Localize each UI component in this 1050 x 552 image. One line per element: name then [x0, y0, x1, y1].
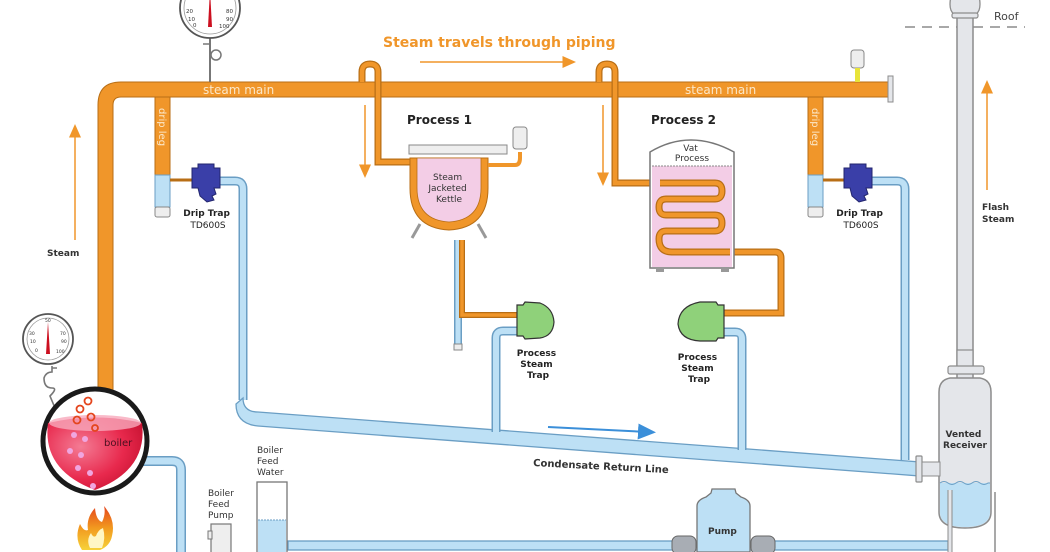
process-steam-trap-right-label: Process Steam Trap [678, 353, 721, 385]
boiler-label: boiler [104, 438, 133, 449]
boiler-feed-water-label: Boiler Feed Water [257, 446, 286, 478]
vented-receiver [915, 349, 996, 552]
condensate-pipe-process1 [491, 326, 517, 432]
svg-text:30 10 0 50: 30 10 0 50 70 90 100 [29, 318, 68, 355]
pump-suction-pipe [287, 540, 949, 551]
drip-trap-right-label: Drip Trap TD600S [836, 209, 886, 231]
pressure-gauge-top: 20 10 0 80 90 100 [179, 0, 241, 82]
drip-leg-right: drip leg [807, 96, 824, 218]
vat-label: Vat Process [675, 144, 709, 164]
steam-label: Steam [47, 249, 79, 259]
process-steam-trap-left[interactable] [516, 301, 555, 340]
pressure-gauge-boiler: 30 10 0 50 70 90 100 [22, 313, 74, 409]
process2-title: Process 2 [651, 113, 716, 127]
svg-text:drip leg: drip leg [809, 108, 820, 146]
steam-jacketed-kettle [408, 126, 528, 239]
boiler-feed-water-tank [256, 481, 288, 552]
vent-stack [949, 0, 981, 387]
process-steam-trap-right[interactable] [677, 301, 725, 342]
condensate-flow-arrow [547, 423, 656, 440]
flame-icon [77, 506, 113, 550]
boiler-feed-pump-label: Boiler Feed Pump [208, 489, 237, 521]
steam-main-label-left: steam main [203, 83, 274, 97]
drip-trap-right[interactable] [843, 163, 873, 203]
steam-main-label-right: steam main [685, 83, 756, 97]
process-steam-trap-left-label: Process Steam Trap [517, 349, 560, 381]
pump-label: Pump [708, 527, 737, 537]
steam-branch-process1 [358, 60, 410, 166]
headline: Steam travels through piping [383, 35, 616, 51]
vented-receiver-label: Vented Receiver [943, 430, 988, 451]
svg-text:drip leg: drip leg [156, 108, 167, 146]
boiler-feed-pipe [136, 456, 186, 552]
drip-leg-left: drip leg [154, 96, 171, 218]
vat-process [649, 139, 735, 272]
condensate-pump [671, 488, 776, 552]
condensate-return-label: Condensate Return Line [533, 458, 669, 476]
drip-trap-left[interactable] [191, 163, 221, 203]
svg-text:20 10 0 80: 20 10 0 80 90 100 [186, 9, 235, 30]
kettle-label: Steam Jacketed Kettle [427, 173, 469, 205]
drip-trap-left-label: Drip Trap TD600S [183, 209, 233, 231]
kettle-outlet-pipe [459, 240, 518, 318]
boiler [40, 386, 150, 496]
process1-title: Process 1 [407, 113, 472, 127]
flash-steam-label: Flash Steam [982, 203, 1014, 225]
air-vent-valve [850, 49, 865, 82]
roof-label: Roof [994, 10, 1020, 23]
boiler-feed-pump [207, 523, 232, 552]
